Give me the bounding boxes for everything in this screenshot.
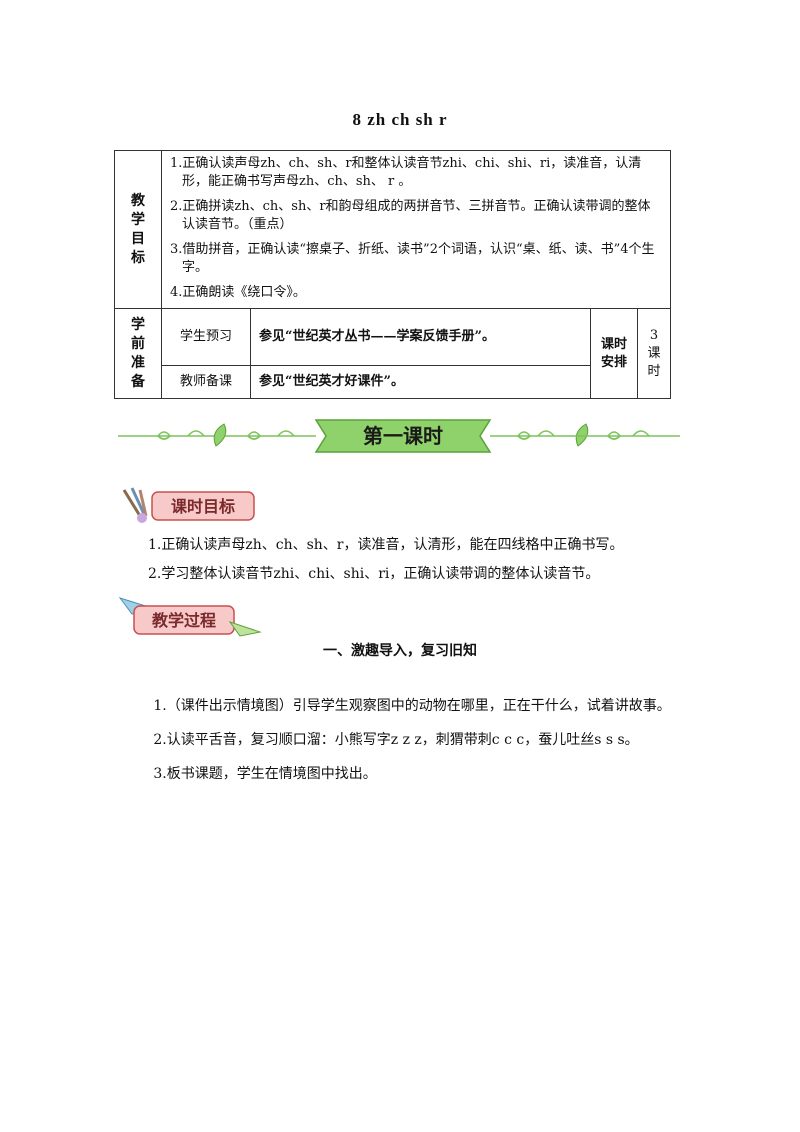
prep-row-teacher: 教师备课 参见“世纪英才好课件”。 [115,365,671,399]
process-item: 3.板书课题，学生在情境图中找出。 [153,766,377,782]
pencils-icon [122,487,148,523]
lesson-schedule-label: 课时安排 [590,308,638,399]
vine-right-decoration [490,430,680,440]
process-list: 1.（课件出示情境图）引导学生观察图中的动物在哪里，正在干什么，试着讲故事。 2… [117,692,677,794]
goals-row: 教学目标 1.正确认读声母zh、ch、sh、r和整体认读音节zhi、chi、sh… [114,150,671,309]
class-goals-tag: 课时目标 [122,487,255,523]
goal-item: 1.正确认读声母zh、ch、sh、r和整体认读音节zhi、chi、shi、ri，… [170,156,642,189]
goals-cell: 1.正确认读声母zh、ch、sh、r和整体认读音节zhi、chi、shi、ri，… [161,150,671,309]
leaf-icon [213,423,589,447]
teacher-prep-label: 教师备课 [161,365,251,399]
process-tag: 教学过程 [118,597,262,637]
teacher-prep-content: 参见“世纪英才好课件”。 [250,365,591,399]
student-prep-content: 参见“世纪英才丛书——学案反馈手册”。 [250,308,591,366]
process-item: 2.认读平舌音，复习顺口溜：小熊写字z z z，刺猬带刺c c c，蚕儿吐丝s … [153,732,639,748]
process-item: 1.（课件出示情境图）引导学生观察图中的动物在哪里，正在干什么，试着讲故事。 [153,698,671,714]
prep-header: 学前准备 [114,308,162,399]
banner-ribbon [314,419,492,453]
paper-plane-icon [228,621,262,637]
goal-item: 3.借助拼音，正确认读“擦桌子、折纸、读书”2个词语，认识“桌、纸、读、书”4个… [170,242,655,275]
process-tag-text: 教学过程 [152,611,216,630]
goal-item: 2.正确拼读zh、ch、sh、r和韵母组成的两拼音节、三拼音节。正确认读带调的整… [170,199,651,232]
banner-text: 第一课时 [363,424,443,448]
student-prep-label: 学生预习 [161,308,251,366]
class-goals-list: 1.正确认读声母zh、ch、sh、r，读准音，认清形，能在四线格中正确书写。 2… [148,536,624,594]
class-goal-item: 1.正确认读声母zh、ch、sh、r，读准音，认清形，能在四线格中正确书写。 [148,537,624,553]
lesson-plan-table: 教学目标 1.正确认读声母zh、ch、sh、r和整体认读音节zhi、chi、sh… [114,150,671,399]
goal-item: 4.正确朗读《绕口令》。 [170,285,306,300]
section-heading: 一、激趣导入，复习旧知 [323,643,477,659]
lesson-title: 8 zh ch sh r [352,110,448,129]
class-goal-item: 2.学习整体认读音节zhi、chi、shi、ri，正确认读带调的整体认读音节。 [148,566,600,582]
class-goals-tag-text: 课时目标 [171,497,235,516]
lesson-banner: 第一课时 [118,419,680,453]
goals-header: 教学目标 [114,150,162,309]
